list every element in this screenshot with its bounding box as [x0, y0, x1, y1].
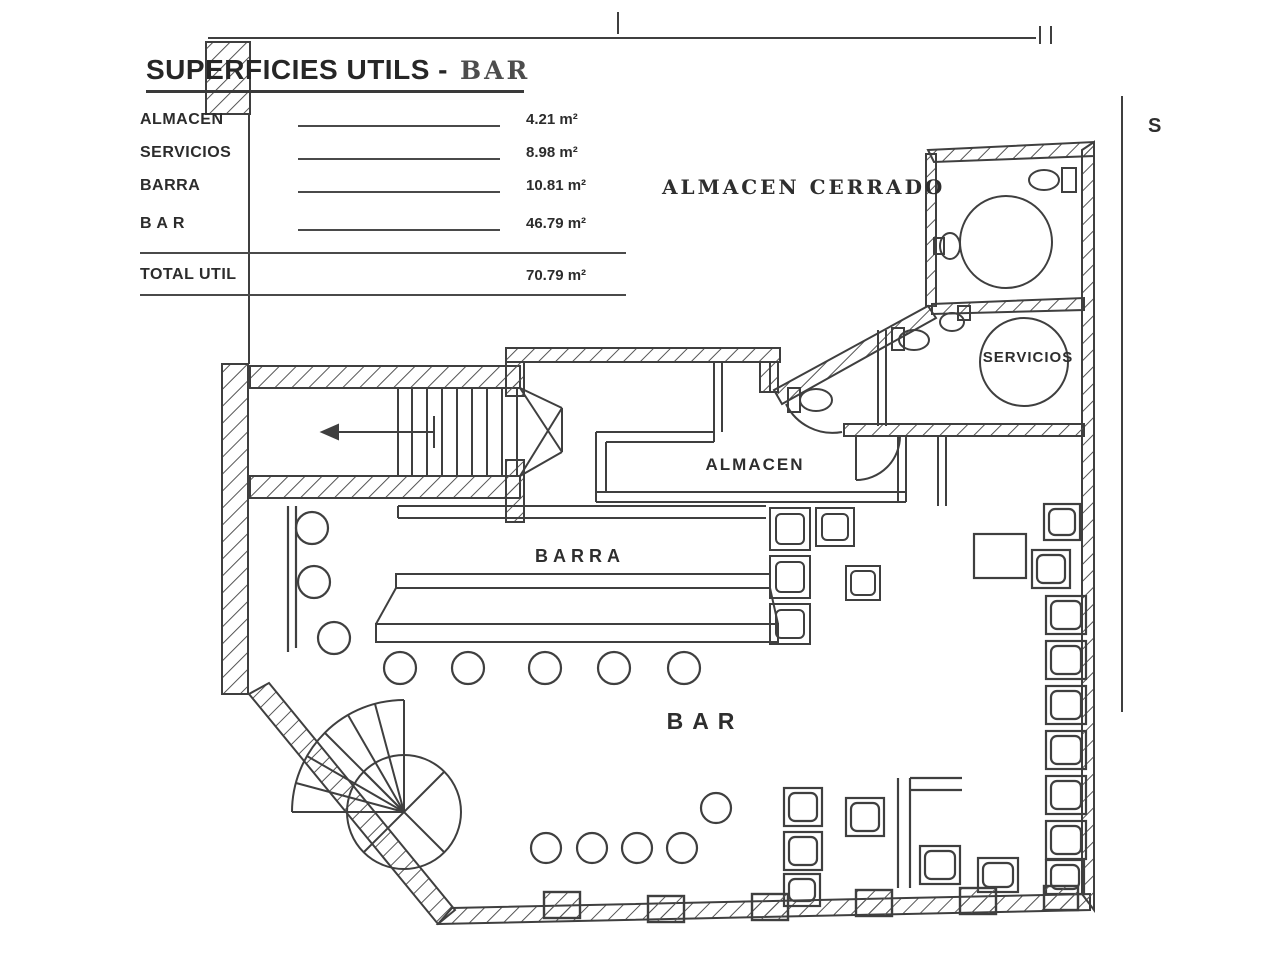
- sheet-title: SUPERFICIES UTILS - BAR: [146, 54, 527, 93]
- legend-row: B A R 46.79 m²: [140, 207, 626, 240]
- toilet: [787, 387, 833, 413]
- legend-row: ALMACEN 4.21 m²: [140, 103, 626, 136]
- entry-pier: [505, 361, 525, 397]
- label-bar: BAR: [667, 708, 744, 734]
- bar-stools: [286, 506, 733, 865]
- stool: [382, 650, 418, 686]
- area-value: 10.81 m²: [526, 177, 587, 194]
- stool: [316, 620, 352, 656]
- stool: [665, 831, 699, 865]
- title-suffix-text: BAR: [459, 56, 531, 85]
- chair: [1044, 639, 1088, 681]
- arrow-head-icon: [319, 423, 339, 441]
- legend-row: SERVICIOS 8.98 m²: [140, 136, 626, 169]
- spiral-stair-core: [346, 754, 462, 870]
- table: [972, 532, 1028, 580]
- legend-total-row: TOTAL UTIL 70.79 m²: [140, 252, 626, 296]
- stool: [620, 831, 654, 865]
- chair: [918, 844, 962, 886]
- chair: [1044, 774, 1088, 816]
- leader-line: [298, 217, 500, 231]
- label-edge-letter: S: [1148, 115, 1161, 137]
- chair: [1030, 548, 1072, 590]
- entry-pier: [505, 459, 525, 523]
- right-wall: [1081, 140, 1095, 913]
- main-staircase: [319, 387, 563, 477]
- total-label: TOTAL UTIL: [140, 266, 237, 283]
- toilet: [891, 327, 930, 351]
- stool: [666, 650, 702, 686]
- area-label: SERVICIOS: [140, 143, 232, 161]
- stool: [575, 831, 609, 865]
- label-almacen: ALMACEN: [706, 455, 805, 474]
- bar-counter: [375, 505, 881, 645]
- entry-top-wall: [505, 347, 781, 363]
- total-value: 70.79 m²: [526, 266, 587, 284]
- legend-row: BARRA 10.81 m²: [140, 169, 626, 202]
- servicios-bottom-wall: [843, 423, 1085, 437]
- leader-line: [298, 179, 500, 193]
- area-label: B A R: [140, 214, 185, 232]
- bar-equipment: [769, 507, 881, 645]
- chair: [1042, 502, 1082, 542]
- label-barra: BARRA: [535, 546, 625, 566]
- servicios-area: [785, 167, 1077, 506]
- chair: [1044, 594, 1088, 636]
- almacen-room: [595, 362, 907, 503]
- scan-marks: [205, 12, 1123, 712]
- stool: [450, 650, 486, 686]
- stool: [699, 791, 733, 825]
- top-right-wall: [926, 140, 1095, 164]
- leader-line: [298, 146, 500, 160]
- label-almacen-cerrado: ALMACEN CERRADO: [661, 175, 945, 199]
- chair: [1044, 729, 1088, 771]
- sink: [939, 305, 971, 332]
- servicios-diagonal-wall: [772, 304, 938, 406]
- stool: [527, 650, 563, 686]
- wc-round-table: [979, 317, 1069, 407]
- door-swing-arc: [855, 435, 901, 481]
- stair-top-wall: [249, 365, 521, 389]
- bottom-seating: [782, 776, 1020, 908]
- chair: [1044, 684, 1088, 726]
- stair-bottom-wall: [249, 475, 521, 499]
- area-value: 46.79 m²: [526, 215, 587, 232]
- chair: [782, 830, 824, 872]
- stool: [296, 564, 332, 600]
- chamfer-wall: [247, 681, 457, 926]
- areas-legend: ALMACEN 4.21 m² SERVICIOS 8.98 m² BARRA …: [140, 103, 626, 296]
- sink: [933, 232, 961, 260]
- toilet: [1028, 167, 1077, 193]
- entry-splay-walls: [519, 387, 563, 477]
- chair: [844, 796, 886, 838]
- wc-divider-wall: [931, 296, 1085, 316]
- spiral-staircase: [291, 699, 462, 870]
- wc-round-table: [959, 195, 1053, 289]
- label-servicios: SERVICIOS: [983, 349, 1073, 366]
- stool: [294, 510, 330, 546]
- chair: [782, 872, 822, 908]
- door-swing-arc: [785, 403, 843, 434]
- right-seating: [972, 502, 1088, 896]
- area-value: 8.98 m²: [526, 144, 578, 161]
- chair: [976, 856, 1020, 894]
- stool: [529, 831, 563, 865]
- area-label: BARRA: [140, 176, 201, 194]
- leader-line: [298, 113, 500, 127]
- stool: [596, 650, 632, 686]
- area-label: ALMACEN: [140, 110, 224, 128]
- chair: [782, 786, 824, 828]
- area-value: 4.21 m²: [526, 111, 578, 128]
- bottom-wall-piers: [542, 884, 1080, 924]
- title-main-text: SUPERFICIES UTILS -: [146, 54, 448, 85]
- plan-labels: ALMACEN CERRADO SERVICIOS ALMACEN BARRA …: [535, 115, 1161, 734]
- left-wall: [221, 363, 249, 695]
